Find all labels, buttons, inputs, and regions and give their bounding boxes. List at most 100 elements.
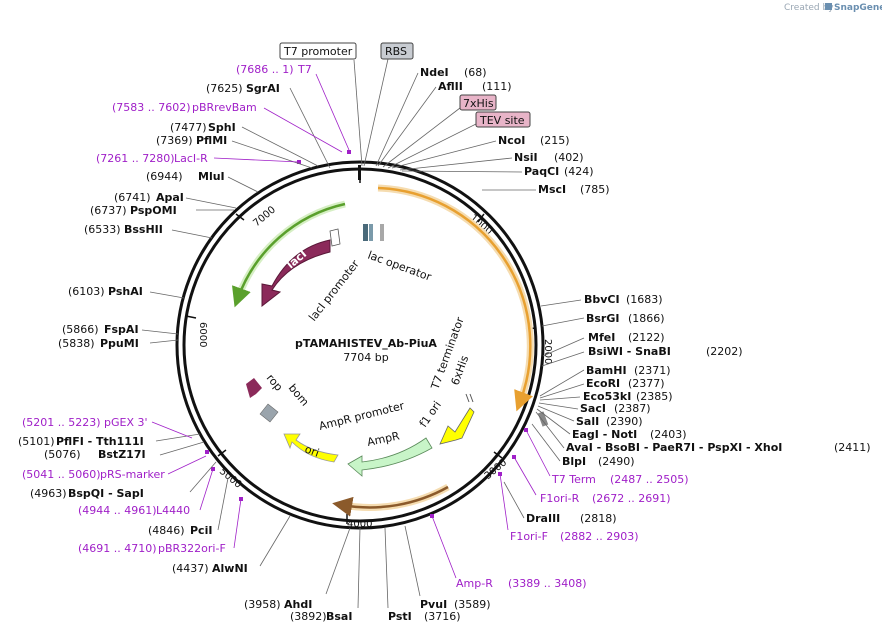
site-pflmi[interactable]: PflMI <box>196 134 227 147</box>
sites-bottom: PvuI (3589) PstI (3716) (3892) BsaI (395… <box>244 525 491 623</box>
site-draiii[interactable]: DraIII <box>526 512 560 525</box>
primer-pgex3-range: (5201 .. 5223) <box>22 416 101 429</box>
primer-laci-r[interactable]: LacI-R <box>174 152 208 165</box>
t7-promoter-box <box>279 42 357 60</box>
site-eco53ki[interactable]: Eco53kI <box>583 390 631 403</box>
site-bsshii-pos: (6533) <box>84 223 121 236</box>
site-eagi-noti-pos: (2403) <box>650 428 687 441</box>
site-ndei[interactable]: NdeI <box>420 66 449 79</box>
site-alwni-pos: (4437) <box>172 562 209 575</box>
site-sphi[interactable]: SphI <box>208 121 236 134</box>
site-blpi[interactable]: BlpI <box>562 455 586 468</box>
ampr-promoter-label: AmpR promoter <box>318 399 406 433</box>
laci-arrow <box>261 239 331 308</box>
rbs-label: RBS <box>385 45 407 58</box>
snapgene-watermark: Created by SnapGene <box>784 3 882 13</box>
primer-prs-marker[interactable]: pRS-marker <box>100 468 165 481</box>
site-bsshii[interactable]: BssHII <box>124 223 163 236</box>
site-alwni[interactable]: AlwNI <box>212 562 248 575</box>
site-ahdi-pos: (3958) <box>244 598 281 611</box>
site-psti[interactable]: PstI <box>388 610 412 623</box>
tev-box <box>475 111 531 128</box>
ampr-label: AmpR <box>366 429 401 449</box>
site-apai[interactable]: ApaI <box>156 191 184 204</box>
primer-pbr322ori-f-range: (4691 .. 4710) <box>78 542 157 555</box>
plasmid-title: pTAMAHISTEV_Ab-PiuA 7704 bp <box>295 337 437 364</box>
site-bsai[interactable]: BsaI <box>326 610 352 623</box>
site-ecori[interactable]: EcoRI <box>586 377 620 390</box>
plasmid-length: 7704 bp <box>343 351 388 364</box>
site-ncoi-pos: (215) <box>540 134 570 147</box>
his7-label: 7xHis <box>463 97 494 110</box>
inner-features: lacI lacI promoter lac operator T7 termi… <box>246 224 475 477</box>
site-mfei[interactable]: MfeI <box>588 331 615 344</box>
site-sgrai-pos: (7625) <box>206 82 243 95</box>
primer-pbr322ori-f[interactable]: pBR322ori-F <box>158 542 226 555</box>
lac-operator-mark-3 <box>380 224 384 241</box>
site-bsiwi-snabi[interactable]: BsiWI - SnaBI <box>588 345 671 358</box>
tick-label-2000: 2000 <box>542 339 553 364</box>
site-pshai[interactable]: PshAI <box>108 285 143 298</box>
primer-pgex3[interactable]: pGEX 3' <box>104 416 148 429</box>
site-pflfi-tth111i[interactable]: PflFI - Tth111I <box>56 435 144 448</box>
site-eagi-noti[interactable]: EagI - NotI <box>572 428 637 441</box>
primer-l4440[interactable]: L4440 <box>156 504 190 517</box>
laci-promoter-mark <box>329 228 341 247</box>
tev-label: TEV site <box>479 114 525 127</box>
site-apai-pos: (6741) <box>114 191 151 204</box>
f1-ori-label: f1 ori <box>417 399 444 430</box>
site-bsai-pos: (3892) <box>290 610 327 623</box>
site-sgrai[interactable]: SgrAI <box>246 82 280 95</box>
t7-promoter-label: T7 promoter <box>283 45 353 58</box>
site-fspai-pos: (5866) <box>62 323 99 336</box>
boxed-feature-labels: T7 promoter RBS 7xHis TEV site <box>279 42 531 169</box>
site-ppumi-pos: (5838) <box>58 337 95 350</box>
site-pshai-pos: (6103) <box>68 285 105 298</box>
site-ncoi[interactable]: NcoI <box>498 134 525 147</box>
site-msci-pos: (785) <box>580 183 610 196</box>
primer-pbrrevbam[interactable]: pBRrevBam <box>192 101 257 114</box>
primer-t7-term[interactable]: T7 Term <box>551 473 596 486</box>
site-bstz17i[interactable]: BstZ17I <box>98 448 146 461</box>
site-paqci[interactable]: PaqCI <box>524 165 559 178</box>
orf-green-arc <box>232 202 346 308</box>
site-pcii[interactable]: PciI <box>190 524 212 537</box>
site-msci[interactable]: MscI <box>538 183 566 196</box>
site-aflii[interactable]: AflII <box>438 80 463 93</box>
site-pspomi[interactable]: PspOMI <box>130 204 177 217</box>
site-ahdi[interactable]: AhdI <box>284 598 312 611</box>
site-sali[interactable]: SalI <box>576 415 599 428</box>
bom-mark <box>259 403 279 423</box>
primer-t7[interactable]: T7 <box>297 63 312 76</box>
rop-arrow <box>246 378 262 398</box>
site-fspai[interactable]: FspAI <box>104 323 139 336</box>
site-ecori-pos: (2377) <box>628 377 665 390</box>
orf-orange-arc <box>377 186 533 412</box>
primer-l4440-range: (4944 .. 4961) <box>78 504 157 517</box>
site-bsrgi[interactable]: BsrGI <box>586 312 619 325</box>
watermark-brand: SnapGene <box>834 3 882 13</box>
site-avai-group[interactable]: AvaI - BsoBI - PaeR7I - PspXI - XhoI <box>566 441 782 454</box>
primer-pbrrevbam-range: (7583 .. 7602) <box>112 101 191 114</box>
site-pvui-pos: (3589) <box>454 598 491 611</box>
site-bbvci[interactable]: BbvCI <box>584 293 620 306</box>
site-saci[interactable]: SacI <box>580 402 606 415</box>
site-pvui[interactable]: PvuI <box>420 598 447 611</box>
primer-f1ori-r[interactable]: F1ori-R <box>540 492 580 505</box>
site-mlui[interactable]: MluI <box>198 170 225 183</box>
orf-arcs <box>232 184 534 517</box>
site-bamhi[interactable]: BamHI <box>586 364 627 377</box>
laci-promoter-label: lacI promoter <box>306 257 362 323</box>
primer-f1ori-f[interactable]: F1ori-F <box>510 530 548 543</box>
primer-f1ori-f-range: (2882 .. 2903) <box>560 530 639 543</box>
site-ppumi[interactable]: PpuMI <box>100 337 139 350</box>
his6-mark <box>465 393 470 403</box>
site-pcii-pos: (4846) <box>148 524 185 537</box>
site-nsii[interactable]: NsiI <box>514 151 538 164</box>
site-ndei-pos: (68) <box>464 66 487 79</box>
site-bstz17i-pos: (5076) <box>44 448 81 461</box>
primer-amp-r[interactable]: Amp-R <box>456 577 493 590</box>
site-bspqi-sapi[interactable]: BspQI - SapI <box>68 487 144 500</box>
tick-label-4000: 4000 <box>347 519 372 530</box>
